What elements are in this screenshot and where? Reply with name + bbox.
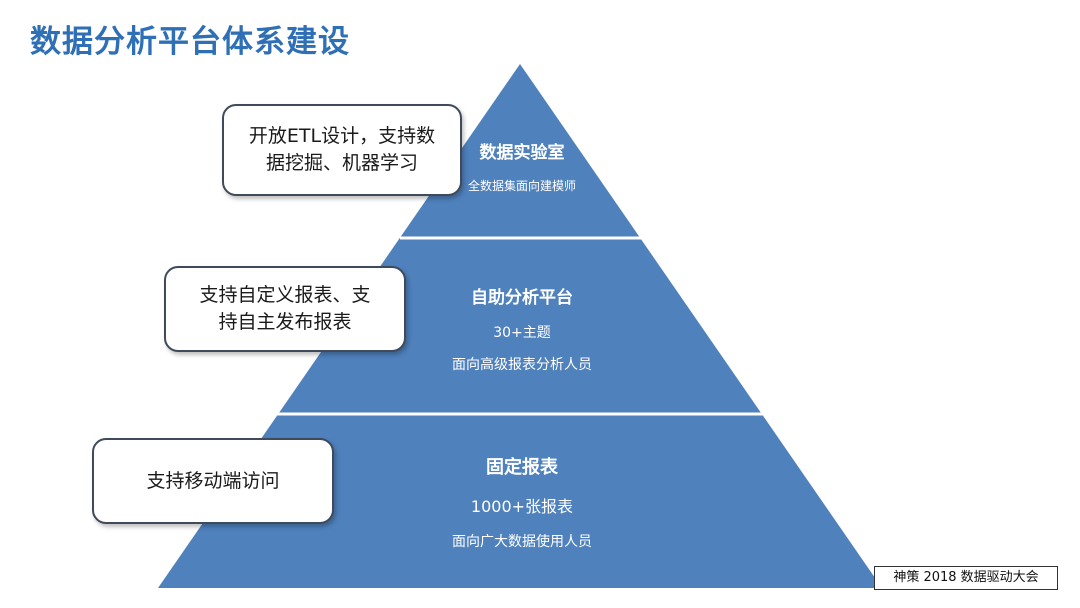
tier-fixed-reports: 固定报表 1000+张报表 面向广大数据使用人员 — [452, 453, 592, 551]
tier-fixed-reports-line-2: 面向广大数据使用人员 — [452, 534, 592, 550]
tier-self-service-title: 自助分析平台 — [471, 288, 573, 308]
callout-self-service-line-1: 支持自定义报表、支 — [199, 284, 371, 306]
tier-self-service: 自助分析平台 30+主题 面向高级报表分析人员 — [452, 283, 592, 374]
callout-lab-line-2: 据挖掘、机器学习 — [265, 152, 418, 174]
callout-lab: 开放ETL设计，支持数 据挖掘、机器学习 — [222, 104, 462, 196]
slide-title: 数据分析平台体系建设 — [30, 24, 350, 60]
callout-self-service: 支持自定义报表、支 持自主发布报表 — [164, 266, 406, 352]
pyramid-shape — [158, 64, 882, 588]
tier-self-service-line-2: 面向高级报表分析人员 — [452, 357, 592, 373]
callout-self-service-line-2: 持自主发布报表 — [218, 311, 352, 333]
tier-lab: 数据实验室 全数据集面向建模师 — [468, 138, 576, 194]
event-badge: 神策 2018 数据驱动大会 — [874, 566, 1058, 590]
tier-fixed-reports-title: 固定报表 — [486, 457, 558, 478]
tier-fixed-reports-line-1: 1000+张报表 — [470, 497, 574, 516]
tier-self-service-line-1: 30+主题 — [493, 325, 551, 341]
tier-lab-title: 数据实验室 — [479, 143, 565, 163]
tier-lab-line-1: 全数据集面向建模师 — [467, 179, 577, 193]
callout-fixed-reports-line-1: 支持移动端访问 — [146, 469, 280, 492]
callout-lab-line-1: 开放ETL设计，支持数 — [248, 125, 436, 147]
callout-fixed-reports: 支持移动端访问 — [92, 438, 334, 524]
